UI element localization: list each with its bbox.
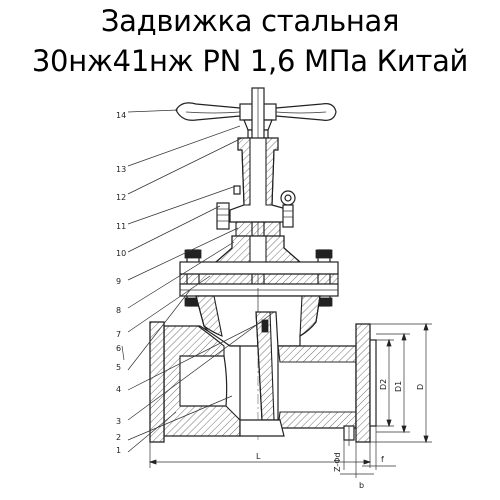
part-number-10: 10	[116, 249, 126, 258]
part-number-11: 11	[116, 222, 126, 231]
dimension-bolt-holes-label: Z-Φd	[333, 452, 342, 472]
part-number-5: 5	[116, 363, 121, 372]
packing-gland	[235, 221, 281, 237]
dimension-length-label: L	[256, 452, 261, 461]
part-number-1: 1	[116, 446, 121, 455]
part-number-13: 13	[116, 165, 126, 174]
dimension-d-label: D	[416, 384, 425, 390]
bonnet-flange	[179, 261, 339, 297]
dimension-labels: L D D1 D2 Z-Φd b f	[256, 379, 425, 490]
right-passage	[277, 345, 357, 429]
body-bottom	[239, 419, 285, 437]
left-flange	[149, 321, 165, 443]
gland-bolts	[216, 190, 296, 230]
part-number-2: 2	[116, 433, 121, 442]
dimension-d1-label: D1	[394, 381, 403, 392]
valve-body	[163, 295, 321, 437]
dimension-d2-label: D2	[379, 379, 388, 390]
part-number-7: 7	[116, 330, 121, 339]
part-number-6: 6	[116, 344, 121, 353]
part-number-4: 4	[116, 385, 121, 394]
dimension-raised-face-label: f	[381, 455, 384, 464]
yoke	[229, 137, 291, 223]
right-flange	[343, 323, 377, 446]
title-line-2: 30нж41нж PN 1,6 МПа Китай	[31, 44, 469, 78]
dimension-thickness-label: b	[359, 481, 364, 490]
part-number-3: 3	[116, 417, 121, 426]
part-numbers: 14 13 12 11 10 9 8 7 6 5 4 3 2 1	[116, 111, 126, 455]
part-number-14: 14	[116, 111, 126, 120]
part-number-8: 8	[116, 306, 121, 315]
leader-lines	[121, 109, 275, 453]
title-line-1: Задвижка стальная	[100, 4, 400, 38]
part-number-9: 9	[116, 277, 121, 286]
part-number-12: 12	[116, 193, 126, 202]
dimension-lines	[148, 322, 432, 478]
